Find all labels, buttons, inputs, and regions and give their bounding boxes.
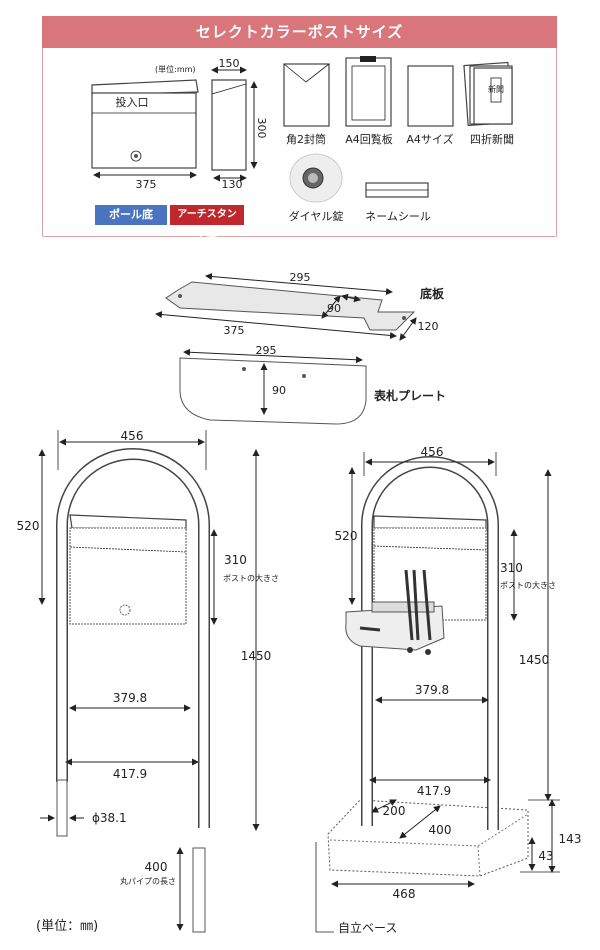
- right-total-height-value: 1450: [519, 653, 550, 667]
- left-post-size-value: 310: [224, 553, 247, 567]
- left-inner-width-value: 379.8: [113, 691, 147, 705]
- item-label-dial-lock: ダイヤル錠: [289, 209, 344, 223]
- item-label-newspaper: 四折新聞: [470, 132, 514, 146]
- right-base-thickness-value: 43: [538, 849, 553, 863]
- name-plate-shape: [179, 357, 367, 425]
- left-mailbox: [69, 514, 187, 625]
- box-width-value: 375: [136, 178, 157, 191]
- a4-paper-icon: [407, 65, 454, 127]
- right-post-size-value: 310: [500, 561, 523, 575]
- left-post-size-label: ポストの大きさ: [223, 573, 279, 583]
- item-label-a4: A4サイズ: [406, 132, 453, 146]
- base-plate-label: 底板: [420, 286, 445, 301]
- item-label-clipboard: A4回覧板: [345, 132, 393, 146]
- right-base-width-value: 468: [393, 887, 416, 901]
- left-pipe-length-value: 400: [145, 860, 168, 874]
- left-pole-span-value: 417.9: [113, 767, 147, 781]
- right-width-value: 456: [421, 445, 444, 459]
- item-label-name-seal: ネームシール: [365, 210, 431, 223]
- right-arch-height-value: 520: [335, 529, 358, 543]
- envelope-icon: [283, 63, 330, 127]
- right-base-b-value: 400: [429, 823, 452, 837]
- right-base-label: 自立ベース: [338, 920, 397, 935]
- right-inner-width-value: 379.8: [415, 683, 449, 697]
- base-plate-shape: [165, 281, 416, 331]
- right-post-size-label: ポストの大きさ: [500, 580, 556, 590]
- left-total-height-value: 1450: [241, 649, 272, 663]
- left-arch-pole: [56, 448, 210, 933]
- right-base-a-value: 200: [383, 804, 406, 818]
- name-seal-icon: [365, 182, 429, 198]
- name-plate-width-value: 295: [256, 344, 277, 357]
- left-width-value: 456: [121, 429, 144, 443]
- item-label-envelope: 角2封筒: [286, 132, 326, 146]
- base-plate-top-value: 295: [290, 271, 311, 284]
- badge-pole-bottom: ポール底: [95, 205, 167, 225]
- newspaper-text: 新聞: [488, 84, 504, 94]
- name-plate-height-value: 90: [272, 384, 286, 397]
- right-mounting-hardware: [345, 569, 445, 655]
- mailbox-front-view: [91, 79, 199, 169]
- unit-note: (単位:mm): [155, 64, 196, 74]
- mailbox-side-view: [211, 79, 247, 171]
- box-base-depth-value: 130: [222, 178, 243, 191]
- base-plate-width-value: 120: [418, 320, 439, 333]
- left-pipe-length-label: 丸パイプの長さ: [120, 876, 176, 886]
- base-plate-inner-value: 90: [327, 302, 341, 315]
- base-plate-length-value: 375: [224, 324, 245, 337]
- unit-footer: (単位：㎜): [36, 919, 99, 934]
- right-base-height-value: 143: [559, 832, 582, 846]
- left-arch-height-value: 520: [17, 519, 40, 533]
- left-pipe-diameter-value: ϕ38.1: [92, 811, 127, 825]
- clipboard-icon: [345, 56, 392, 127]
- box-depth-value: 150: [219, 57, 240, 70]
- right-pole-span-value: 417.9: [417, 784, 451, 798]
- box-slot-label: 投入口: [116, 95, 149, 109]
- box-height-value: 300: [255, 118, 268, 139]
- name-plate-label: 表札プレート: [373, 388, 446, 403]
- badge-arch-stand-bottom: アーチスタンド底: [170, 205, 244, 240]
- newspaper-icon: 新聞: [463, 61, 513, 127]
- panel-title: セレクトカラーポストサイズ: [42, 16, 557, 48]
- dial-lock-icon: [289, 153, 343, 203]
